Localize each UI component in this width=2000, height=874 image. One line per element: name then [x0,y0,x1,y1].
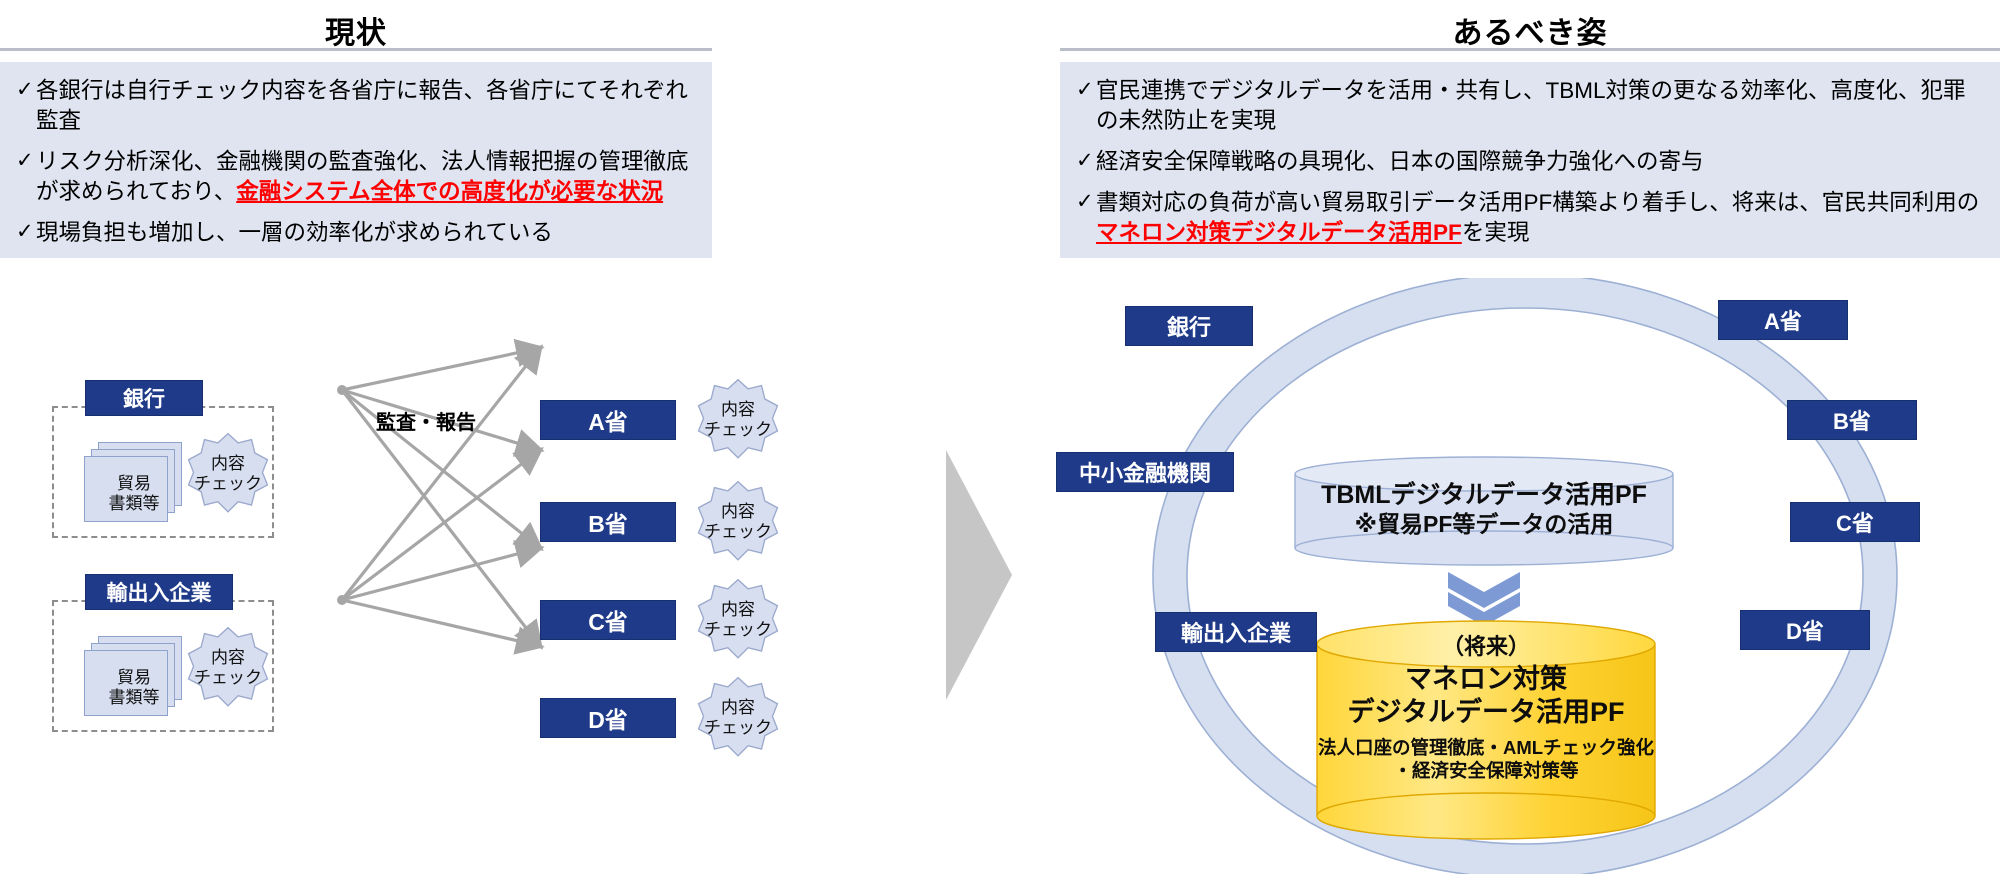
highlighted-text: 金融システム全体での高度化が必要な状況 [236,178,664,204]
collaboration-ring [1152,278,1898,874]
check-icon: ✓ [16,148,34,172]
check-icon: ✓ [16,219,34,243]
transition-arrow-icon [946,450,1012,700]
ring-label-bank: 銀行 [1125,306,1253,346]
check-icon: ✓ [1076,148,1094,172]
list-item: ✓ 経済安全保障戦略の具現化、日本の国際競争力強化への寄与 [1076,147,1984,177]
maneron-platform-cylinder: （将来） マネロン対策 デジタルデータ活用PF 法人口座の管理徹底・AMLチェッ… [1316,620,1656,840]
ring-label-ministry-c: C省 [1790,502,1920,542]
ring-label-trading-company: 輸出入企業 [1155,612,1317,652]
maneron-main-line2: デジタルデータ活用PF [1347,697,1625,728]
check-icon: ✓ [16,78,34,101]
tbml-cylinder-text: TBMLデジタルデータ活用PF ※貿易PF等データの活用 [1294,456,1674,538]
tbml-cylinder-line2: ※貿易PF等データの活用 [1354,510,1614,537]
list-item: ✓ リスク分析深化、金融機関の監査強化、法人情報把握の管理徹底が求められており、… [16,147,696,207]
bullet-text: 書類対応の負荷が高い貿易取引データ活用PF構築より着手し、将来は、官民共同利用の… [1096,189,1980,245]
content-check-starburst: 内容チェック [696,578,780,662]
bullet-text: リスク分析深化、金融機関の監査強化、法人情報把握の管理徹底が求められており、金融… [36,148,689,204]
maneron-main-line1: マネロン対策 [1405,664,1567,695]
bullet-text: 現場負担も増加し、一層の効率化が求められている [36,219,553,245]
check-icon: ✓ [1076,189,1094,213]
bank-group-label: 銀行 [85,380,203,416]
bullet-text: 経済安全保障戦略の具現化、日本の国際競争力強化への寄与 [1096,148,1704,174]
tbml-platform-cylinder: TBMLデジタルデータ活用PF ※貿易PF等データの活用 [1294,456,1674,566]
ring-label-ministry-b: B省 [1787,400,1917,440]
content-check-starburst: 内容チェック [186,626,270,710]
content-check-starburst: 内容チェック [696,378,780,462]
trade-documents-label: 貿易書類等 [108,668,160,708]
ring-label-ministry-d: D省 [1740,610,1870,650]
company-group-label: 輸出入企業 [85,574,233,610]
ministry-box-c: C省 [540,600,676,640]
content-check-starburst: 内容チェック [696,480,780,564]
left-summary-box: ✓ 各銀行は自行チェック内容を各省庁に報告、各省庁にてそれぞれ監査 ✓ リスク分… [0,62,712,258]
ring-label-ministry-a: A省 [1718,300,1848,340]
list-item: ✓ 官民連携でデジタルデータを活用・共有し、TBML対策の更なる効率化、高度化、… [1076,76,1984,136]
highlighted-text: マネロン対策デジタルデータ活用PF [1096,219,1462,245]
maneron-future-note: （将来） [1441,634,1530,659]
maneron-sub-line2: ・経済安全保障対策等 [1393,760,1579,782]
content-check-label: 内容チェック [704,697,772,737]
content-check-label: 内容チェック [194,647,262,687]
trade-documents-label: 貿易書類等 [108,474,160,514]
content-check-label: 内容チェック [704,599,772,639]
content-check-starburst: 内容チェック [186,432,270,516]
document-sheet [84,456,168,522]
ministry-box-a: A省 [540,400,676,440]
right-panel-title: あるべき姿 [1452,17,1608,50]
maneron-sub-line1: 法人口座の管理徹底・AMLチェック強化 [1317,737,1655,759]
trade-documents-stack: 貿易書類等 [84,636,184,716]
left-flow-connectors [337,338,545,655]
maneron-cylinder-text: （将来） マネロン対策 デジタルデータ活用PF 法人口座の管理徹底・AMLチェッ… [1316,620,1656,783]
ministry-box-d: D省 [540,698,676,738]
content-check-label: 内容チェック [704,501,772,541]
ministry-box-b: B省 [540,502,676,542]
check-icon: ✓ [1076,78,1094,101]
trade-documents-stack: 貿易書類等 [84,442,184,522]
list-item: ✓ 各銀行は自行チェック内容を各省庁に報告、各省庁にてそれぞれ監査 [16,76,696,136]
list-item: ✓ 書類対応の負荷が高い貿易取引データ活用PF構築より着手し、将来は、官民共同利… [1076,188,1984,248]
content-check-label: 内容チェック [704,399,772,439]
content-check-label: 内容チェック [194,453,262,493]
left-title-rule [0,48,712,51]
downward-chevron-icon [1448,572,1520,626]
bullet-text: 官民連携でデジタルデータを活用・共有し、TBML対策の更なる効率化、高度化、犯罪… [1096,78,1966,133]
list-item: ✓ 現場負担も増加し、一層の効率化が求められている [16,218,696,248]
ring-label-regional-finance: 中小金融機関 [1056,452,1234,492]
right-summary-box: ✓ 官民連携でデジタルデータを活用・共有し、TBML対策の更なる効率化、高度化、… [1060,62,2000,258]
bullet-text: 各銀行は自行チェック内容を各省庁に報告、各省庁にてそれぞれ監査 [36,78,688,133]
document-sheet [84,650,168,716]
left-panel-title: 現状 [325,17,387,50]
audit-report-label: 監査・報告 [376,412,476,434]
tbml-cylinder-line1: TBMLデジタルデータ活用PF [1321,481,1647,509]
right-title-rule [1060,48,2000,51]
content-check-starburst: 内容チェック [696,676,780,760]
